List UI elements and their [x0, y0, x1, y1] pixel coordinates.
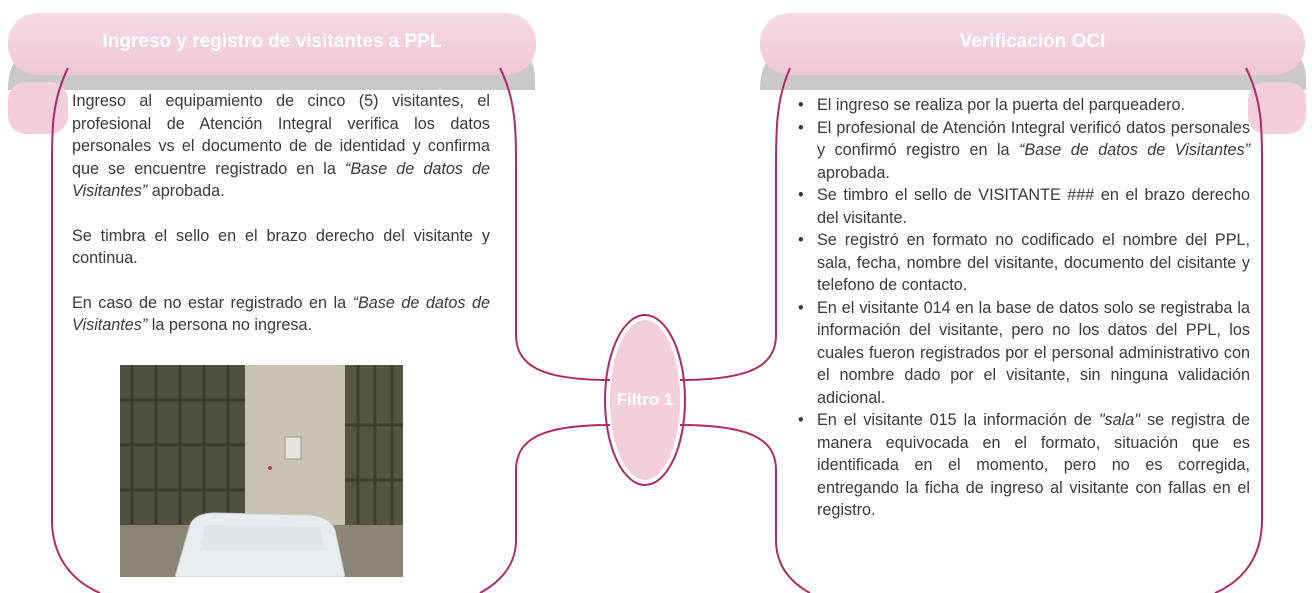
left-panel-title: Ingreso y registro de visitantes a PPL — [102, 31, 442, 52]
finding-item: El ingreso se realiza por la puerta del … — [796, 94, 1250, 117]
finding-item: En el visitante 014 en la base de datos … — [796, 297, 1250, 410]
finding-item: Se registró en formato no codificado el … — [796, 229, 1250, 297]
right-panel-title: Verificación OCI — [959, 31, 1106, 52]
filter-fill — [610, 320, 680, 480]
emphasis-database: “Base de datos de Visitantes” — [72, 293, 490, 335]
right-panel-outline — [679, 67, 1263, 593]
finding-item: El profesional de Atención Integral veri… — [796, 117, 1250, 185]
finding-item: En el visitante 015 la información de "s… — [796, 409, 1250, 522]
finding-item: Se timbro el sello de VISITANTE ### en e… — [796, 184, 1250, 229]
filter-node — [604, 314, 686, 486]
left-panel-outline — [51, 67, 611, 593]
left-ribbon-band — [8, 13, 536, 75]
entrance-photo — [120, 365, 403, 577]
filter-outline — [604, 314, 686, 486]
emphasis-database: “Base de datos de Visitantes” — [1019, 141, 1250, 159]
left-paragraph-3: En caso de no estar registrado en la “Ba… — [72, 293, 490, 335]
right-title-ribbon — [760, 13, 1306, 134]
findings-list: El ingreso se realiza por la puerta del … — [796, 94, 1250, 522]
left-panel-body: Ingreso al equipamiento de cinco (5) vis… — [72, 90, 490, 337]
emphasis-database: “Base de datos de Visitantes” — [72, 159, 490, 201]
emphasis-sala: "sala" — [1098, 411, 1141, 429]
right-panel-body: El ingreso se realiza por la puerta del … — [796, 94, 1250, 522]
left-paragraph-1: Ingreso al equipamiento de cinco (5) vis… — [72, 92, 490, 201]
left-title-ribbon — [8, 13, 536, 134]
right-ribbon-band — [760, 13, 1305, 75]
filter-label: Filtro 1 — [616, 390, 674, 409]
photo-illustration — [120, 365, 403, 577]
left-paragraph-2: Se timbra el sello en el brazo derecho d… — [72, 226, 490, 268]
right-ribbon-tail — [1248, 82, 1306, 134]
